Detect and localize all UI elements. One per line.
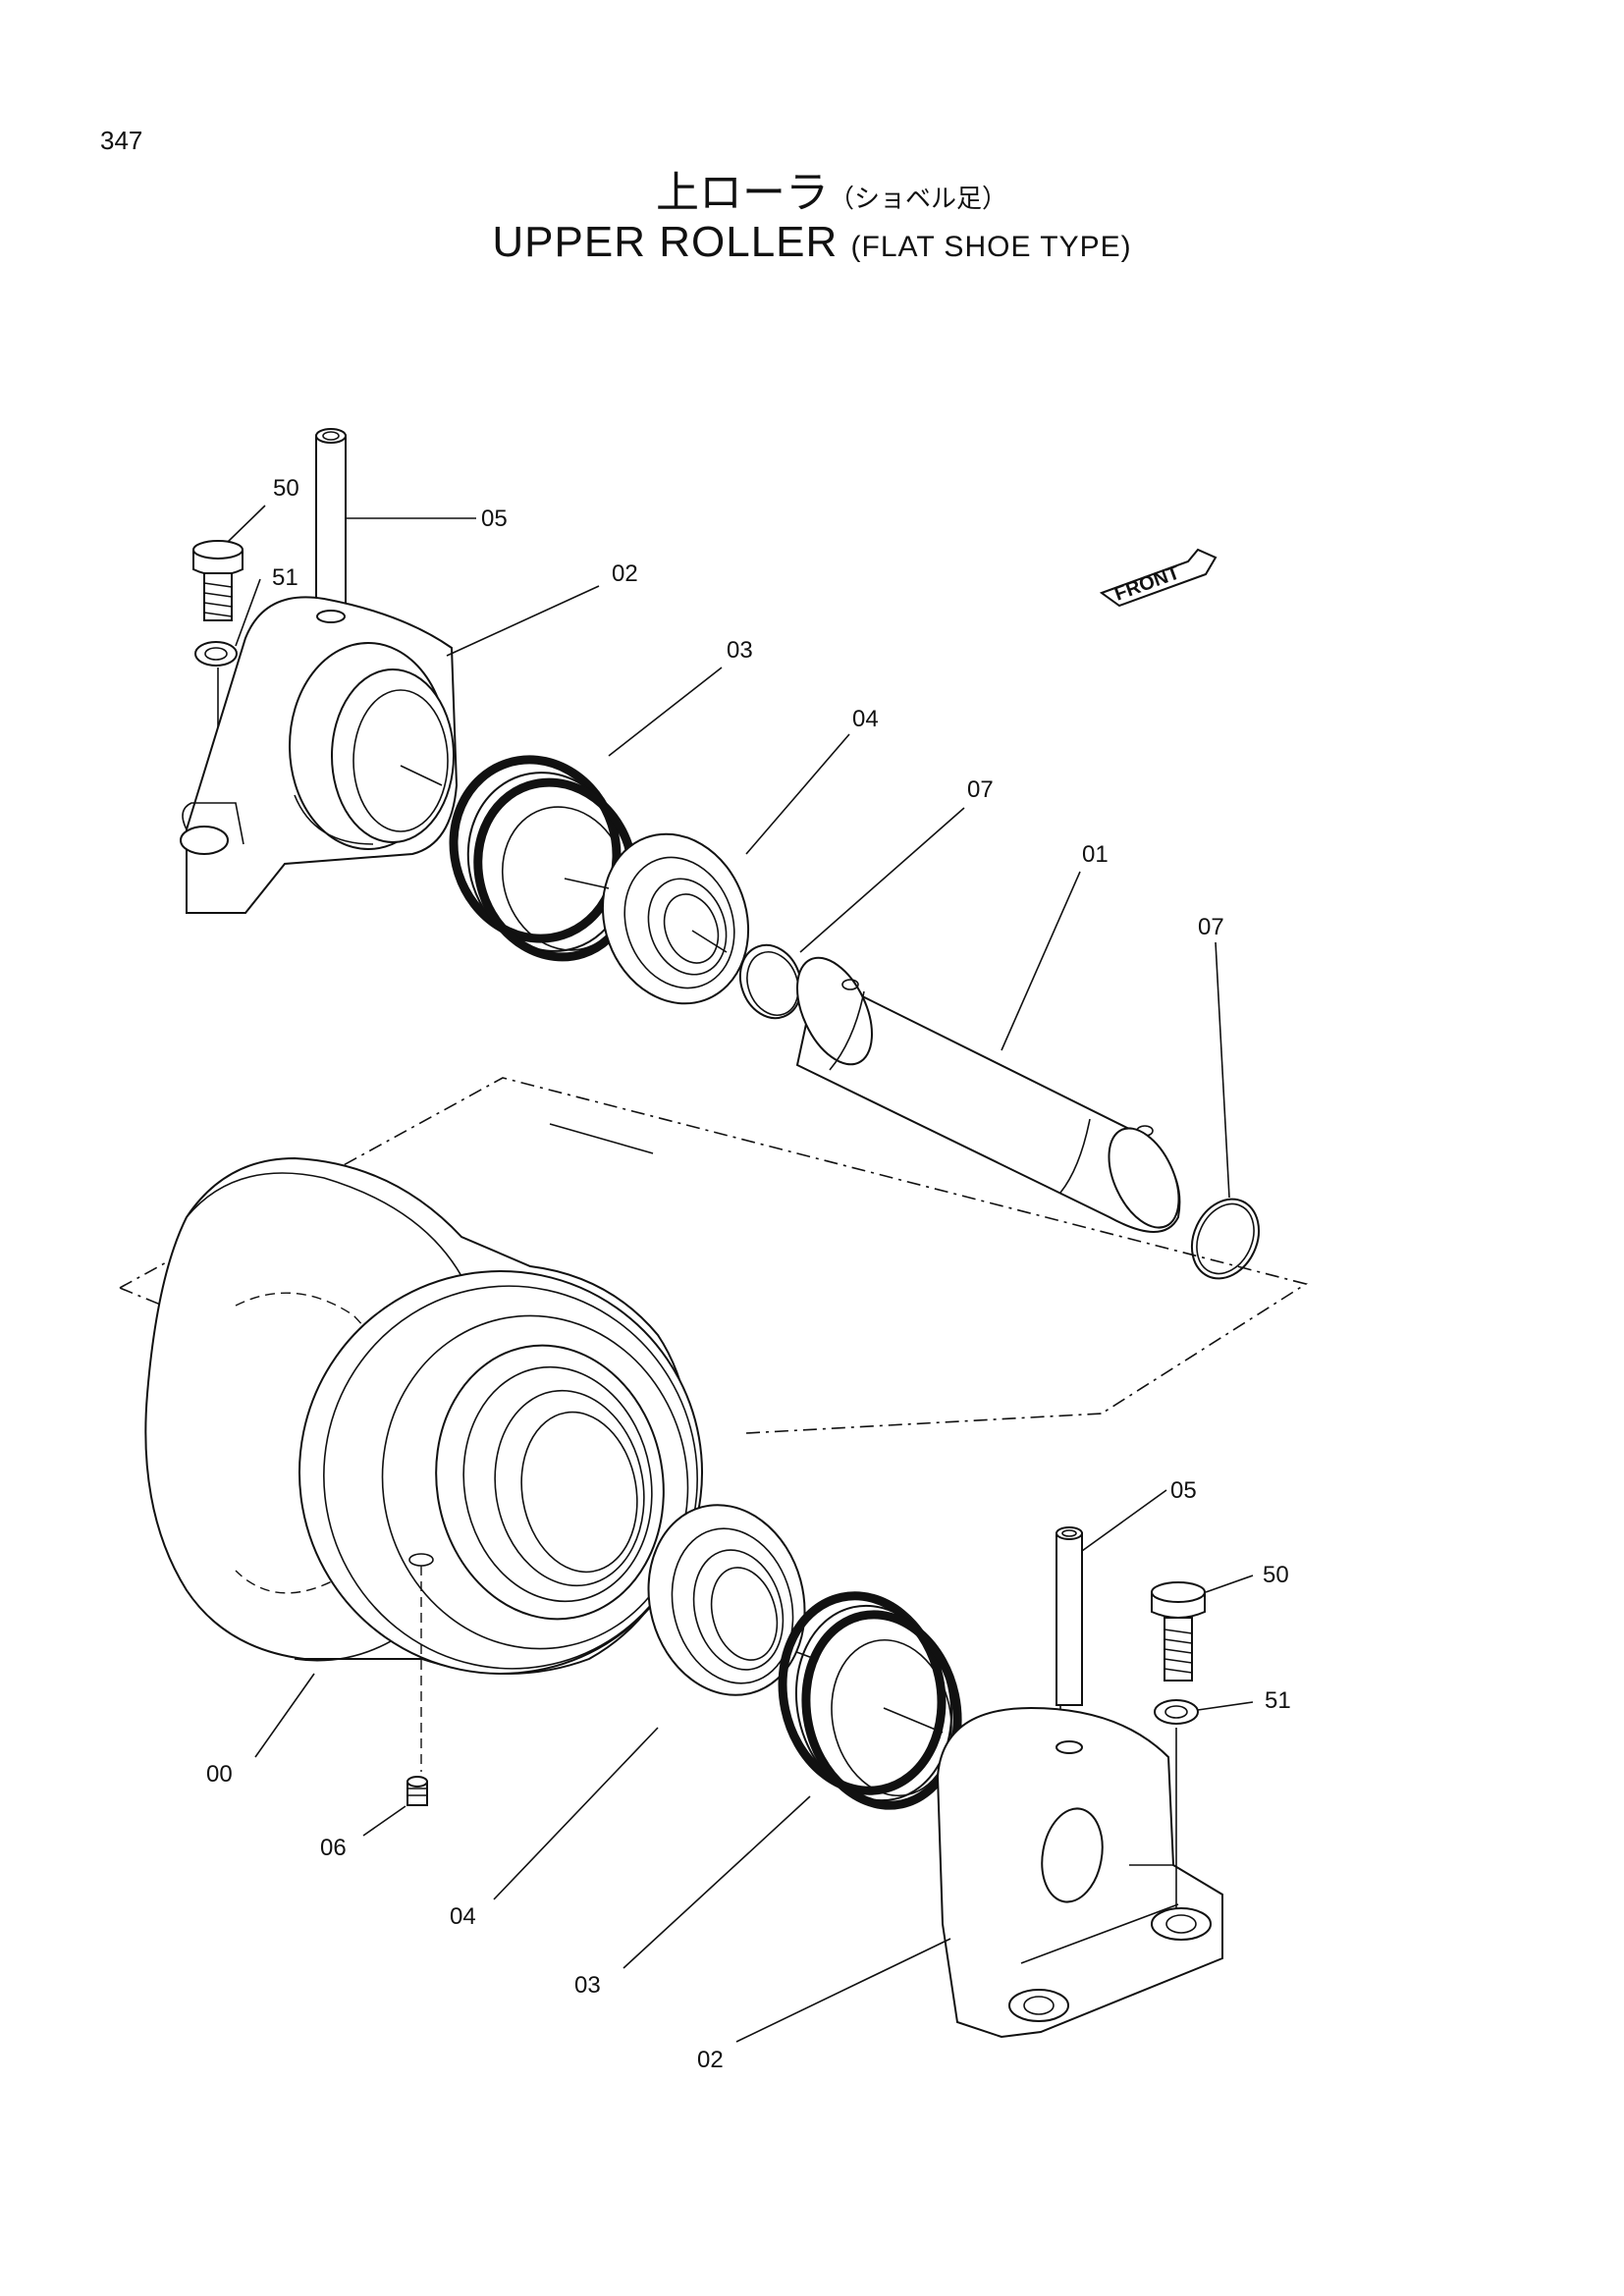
callout-roller: 00 bbox=[206, 1761, 233, 1788]
top-snap-ring bbox=[738, 943, 803, 1020]
top-pin bbox=[315, 428, 347, 609]
title-english: UPPER ROLLER (FLAT SHOE TYPE) bbox=[0, 218, 1624, 267]
title-en-sub: (FLAT SHOE TYPE) bbox=[850, 231, 1132, 263]
callout-bottom-bearing: 04 bbox=[450, 1903, 476, 1930]
callout-bottom-seal: 03 bbox=[574, 1972, 601, 1999]
callout-bottom-bracket: 02 bbox=[697, 2047, 724, 2073]
right-snap-ring bbox=[1190, 1198, 1261, 1280]
bottom-bolt bbox=[1151, 1581, 1206, 1682]
plug bbox=[406, 1776, 428, 1806]
callout-top-bolt: 50 bbox=[273, 475, 299, 502]
callout-top-seal: 03 bbox=[727, 637, 753, 664]
callout-bottom-bolt: 50 bbox=[1263, 1562, 1289, 1588]
shaft bbox=[795, 956, 1181, 1233]
title-jp-sub: （ショベル足） bbox=[828, 185, 1007, 214]
callout-plug: 06 bbox=[320, 1835, 347, 1861]
callout-top-bearing: 04 bbox=[852, 706, 879, 732]
callout-bottom-washer: 51 bbox=[1265, 1687, 1291, 1714]
top-bearing bbox=[601, 832, 750, 1005]
top-floating-seal bbox=[449, 755, 638, 962]
top-washer bbox=[194, 641, 238, 667]
bottom-bearing bbox=[647, 1504, 806, 1696]
callout-right-ring: 07 bbox=[1198, 914, 1224, 940]
callout-labels: 50 51 05 02 03 04 07 01 07 00 06 04 03 0… bbox=[206, 475, 1291, 2073]
callout-top-bracket: 02 bbox=[612, 561, 638, 587]
title-en-main: UPPER ROLLER bbox=[492, 218, 839, 266]
callout-bottom-pin: 05 bbox=[1170, 1477, 1197, 1504]
front-arrow-marker: FRONT bbox=[1099, 548, 1218, 608]
bottom-washer bbox=[1154, 1699, 1199, 1725]
bottom-bracket bbox=[936, 1706, 1223, 2039]
callout-shaft: 01 bbox=[1082, 841, 1109, 868]
title-jp-main: 上ローラ bbox=[655, 168, 829, 218]
top-bolt bbox=[192, 540, 244, 621]
leader-lines bbox=[227, 505, 1254, 2043]
callout-top-ring: 07 bbox=[967, 776, 994, 803]
bottom-pin bbox=[1056, 1526, 1083, 1706]
callout-top-pin: 05 bbox=[481, 506, 508, 532]
page-number: 347 bbox=[100, 126, 143, 155]
roller-body bbox=[144, 1156, 703, 1772]
callout-top-washer: 51 bbox=[272, 564, 298, 591]
front-marker-label: FRONT bbox=[1111, 561, 1182, 605]
bottom-floating-seal bbox=[778, 1591, 962, 1810]
top-bracket bbox=[180, 596, 459, 914]
title-japanese: 上ローラ（ショベル足） bbox=[0, 157, 1624, 220]
